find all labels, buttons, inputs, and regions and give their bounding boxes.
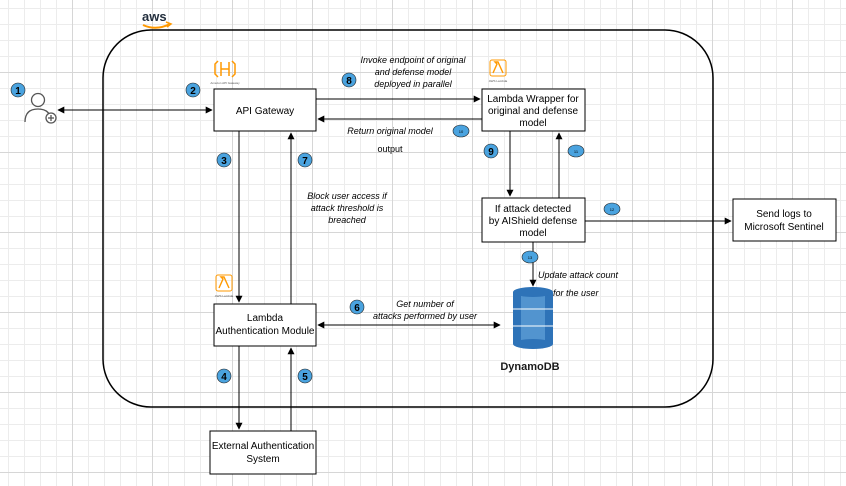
return-label-2: output [377, 144, 403, 154]
attack-detect-box [481, 197, 586, 243]
step-badge-8 [341, 72, 357, 88]
auth-module-line-2: Authentication Module [216, 326, 315, 337]
update-count-label-2: for the user [553, 288, 600, 298]
lambda-wrapper-box [481, 88, 586, 132]
api-gateway-box [213, 88, 317, 132]
step-badge-13 [521, 250, 539, 264]
step-badge-12-text: 12 [610, 207, 615, 212]
aws-logo-text: aws [142, 9, 167, 24]
lambda-wrapper-icon-caption: AWS Lambda [489, 79, 508, 83]
step-badge-7 [297, 152, 313, 168]
get-attacks-label-1: Get number of [396, 299, 455, 309]
lambda-icon [215, 274, 233, 292]
get-attacks-label-2: attacks performed by user [373, 311, 478, 321]
step-badge-1-text: 1 [15, 86, 21, 97]
lambda-wrapper-line-1: Lambda Wrapper for [487, 94, 579, 105]
user-icon [24, 92, 57, 124]
ext-auth-line-1: External Authentication [212, 441, 314, 452]
step-badge-11 [567, 144, 585, 158]
lambda-wrapper-line-2: original and defense [488, 106, 579, 117]
invoke-label-3: deployed in parallel [374, 79, 453, 89]
step-badge-1 [10, 82, 26, 98]
step-badge-8-text: 8 [346, 76, 352, 87]
step-badge-13-text: 13 [528, 255, 533, 260]
lambda-wrapper-line-3: model [519, 118, 546, 129]
aws-logo: aws [142, 9, 173, 29]
sentinel-line-1: Send logs to [756, 209, 812, 220]
step-badge-11-text: 11 [574, 149, 579, 154]
api-gateway-icon-caption: Amazon API Gateway [210, 81, 240, 85]
dynamodb-label: DynamoDB [500, 361, 559, 373]
step-badge-5 [297, 368, 313, 384]
step-badges: 1 2 3 4 5 6 7 8 9 10 11 12 13 [10, 72, 621, 384]
attack-detect-line-2: by AIShield defense [489, 216, 578, 227]
step-badge-4 [216, 368, 232, 384]
auth-module-line-1: Lambda [247, 313, 284, 324]
step-badge-12 [603, 202, 621, 216]
lambda-icon [489, 59, 507, 77]
step-badge-10-text: 10 [459, 129, 464, 134]
step-badge-4-text: 4 [221, 372, 227, 383]
step-badge-7-text: 7 [302, 156, 308, 167]
step-badge-9 [483, 143, 499, 159]
attack-detect-line-1: If attack detected [495, 204, 571, 215]
step-badge-3-text: 3 [221, 156, 227, 167]
auth-module-box [213, 303, 317, 347]
connectors [57, 95, 732, 431]
step-badge-10 [452, 124, 470, 138]
ext-auth-line-2: System [246, 454, 279, 465]
step-badge-2 [185, 82, 201, 98]
step-badge-6-text: 6 [354, 303, 360, 314]
return-label-1: Return original model [347, 126, 434, 136]
sentinel-line-2: Microsoft Sentinel [744, 222, 823, 233]
block-label-1: Block user access if [307, 191, 388, 201]
update-count-label-1: Update attack count [538, 270, 619, 280]
sentinel-box [732, 198, 837, 242]
step-badge-3 [216, 152, 232, 168]
block-label-2: attack threshold is [311, 203, 384, 213]
auth-module-icon-caption: AWS Lambda [215, 294, 234, 298]
step-badge-9-text: 9 [488, 147, 494, 158]
api-gateway-icon [214, 60, 236, 78]
dynamodb-icon [513, 287, 553, 349]
step-badge-5-text: 5 [302, 372, 308, 383]
step-badge-6 [349, 299, 365, 315]
invoke-label-2: and defense model [375, 67, 453, 77]
step-badge-2-text: 2 [190, 86, 196, 97]
attack-detect-line-3: model [519, 228, 546, 239]
ext-auth-box [209, 430, 317, 475]
block-label-3: breached [328, 215, 367, 225]
invoke-label-1: Invoke endpoint of original [360, 55, 466, 65]
aws-cloud-group [102, 29, 714, 408]
api-gateway-label: API Gateway [236, 106, 294, 117]
